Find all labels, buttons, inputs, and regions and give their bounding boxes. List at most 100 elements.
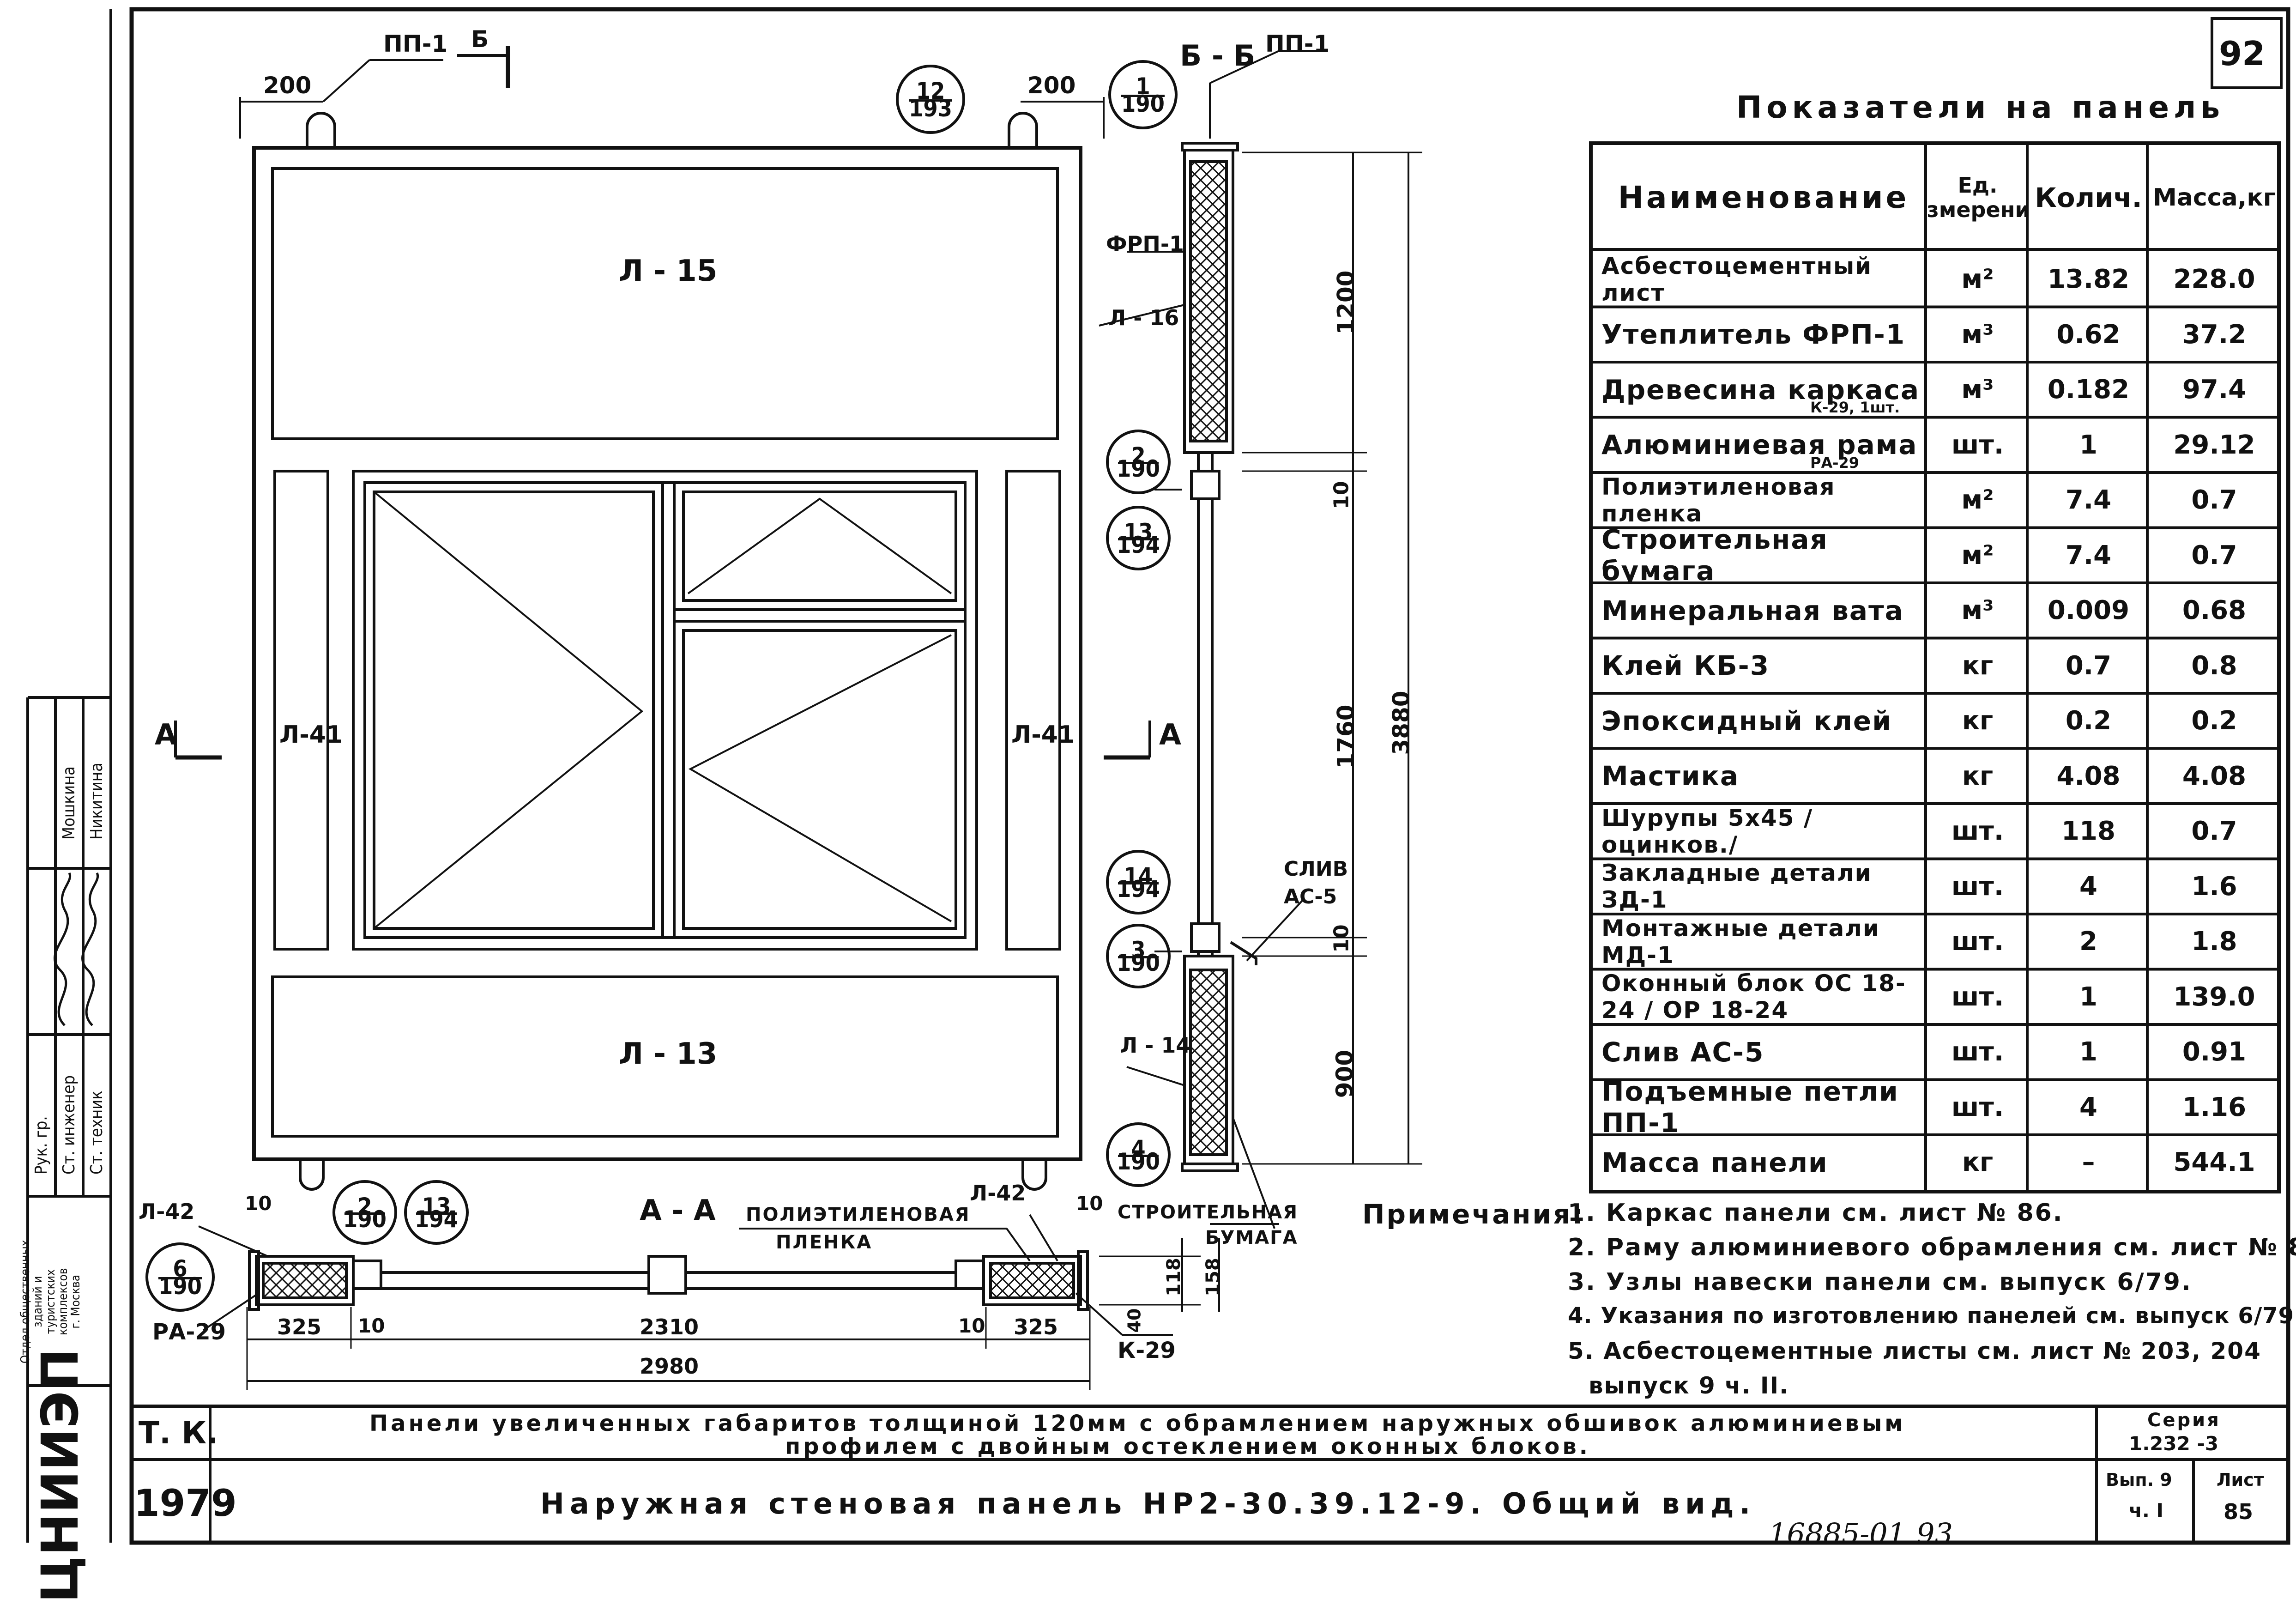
table-cell-mass: 0.7	[2191, 816, 2237, 847]
table-header-mass: Масса,кг	[2153, 183, 2276, 212]
table-cell-name: Эпоксидный клей	[1601, 705, 1892, 737]
side-name-2: Мошкина	[60, 766, 79, 840]
section-aa-title: А - А	[640, 1193, 716, 1227]
table-cell-name: Полиэтиленовая пленка	[1601, 473, 1836, 527]
panel-label-left: Л-41	[279, 721, 343, 749]
dim-3880: 3880	[1388, 690, 1415, 755]
stamp-code: 16885-01	[1769, 1517, 1906, 1550]
table-cell-qty: 1	[2079, 1037, 2097, 1067]
table-cell-unit: кг	[1962, 706, 1994, 736]
table-cell-mass: 1.16	[2182, 1092, 2247, 1122]
label-frp1: ФРП-1	[1106, 231, 1184, 256]
table-cell-unit: м³	[1961, 319, 1994, 350]
table-cell-qty: 4	[2079, 871, 2097, 902]
table-title: Показатели на панель	[1736, 90, 2225, 125]
table-cell-name: Древесина каркаса	[1601, 374, 1920, 406]
table-cell-mass: 0.2	[2191, 706, 2237, 736]
hook-label-pp1: ПП-1	[383, 30, 448, 57]
callout-num: 3	[1131, 937, 1146, 963]
table-cell-qty: 13.82	[2047, 264, 2130, 295]
callout-sheet: 193	[909, 95, 952, 122]
stamp-number: 93	[1916, 1517, 1953, 1550]
drawing-linework	[26, 7, 2290, 1545]
series-label: Серия	[2147, 1410, 2221, 1431]
callout-divider	[1118, 956, 1159, 958]
callout-num: 13	[1124, 519, 1153, 545]
table-cell-mass: 0.7	[2191, 485, 2237, 515]
table-cell-mass: 139.0	[2173, 981, 2255, 1012]
title-year: 1979	[134, 1482, 237, 1525]
callout-sheet: 194	[1117, 876, 1160, 902]
label-l42-left: Л-42	[139, 1199, 195, 1224]
table-cell-mass: 0.91	[2182, 1037, 2247, 1067]
table-cell-name: Клей КБ-3	[1601, 650, 1770, 682]
table-cell-unit: шт.	[1951, 1092, 2004, 1122]
callout-divider	[1118, 462, 1159, 464]
dim-325-left: 325	[277, 1314, 322, 1339]
table-cell-unit: кг	[1962, 761, 1994, 791]
table-cell-mass: 0.8	[2191, 650, 2237, 681]
side-org-4: комплексов	[56, 1268, 70, 1336]
dim-10-right: 10	[1076, 1192, 1103, 1215]
callout-divider	[1121, 95, 1165, 97]
dim-1760: 1760	[1332, 704, 1359, 769]
dim-900: 900	[1331, 1049, 1359, 1098]
panel-label-right: Л-41	[1011, 721, 1075, 749]
dim-1200: 1200	[1332, 270, 1359, 335]
table-cell-qty: 1	[2079, 981, 2097, 1012]
note-2: 2. Раму алюминиевого обрамления см. лист…	[1568, 1234, 2296, 1261]
callout-num: 4	[1131, 1135, 1146, 1162]
table-cell-mass: 29.12	[2173, 430, 2255, 460]
table-cell-unit: шт.	[1951, 430, 2004, 460]
table-cell-mass: 37.2	[2182, 319, 2247, 350]
section-a-mark-left: А	[155, 718, 177, 751]
table-cell-name: Шурупы 5х45 / оцинков./	[1601, 804, 1813, 858]
dim-325-right: 325	[1014, 1314, 1058, 1339]
table-header-qty: Колич.	[2035, 182, 2142, 213]
table-cell-name: Алюминиевая рама	[1601, 429, 1918, 461]
table-cell-unit: шт.	[1951, 927, 2004, 957]
table-cell-name: Мастика	[1601, 760, 1739, 792]
title-tk: Т. К.	[139, 1415, 218, 1451]
side-org-2: зданий и	[31, 1276, 45, 1327]
table-cell-qty: 0.182	[2047, 375, 2130, 405]
title-line-3: Наружная стеновая панель НР2-30.39.12-9.…	[540, 1487, 1756, 1520]
panel-label-top: Л - 15	[619, 254, 718, 288]
side-role-3: Ст. техник	[87, 1090, 106, 1175]
callout-divider	[1118, 538, 1159, 540]
table-cell-name: Закладные детали ЗД-1	[1601, 860, 1872, 914]
callout-sheet: 190	[1121, 91, 1165, 117]
table-cell-qty: 0.009	[2047, 595, 2130, 626]
table-cell-unit: м³	[1961, 375, 1994, 405]
label-film-2: ПЛЕНКА	[776, 1232, 873, 1253]
cut-mark-b: Б	[471, 26, 489, 53]
table-cell-qty: 1	[2079, 430, 2097, 460]
callout-divider	[416, 1212, 457, 1215]
note-3: 3. Узлы навески панели см. выпуск 6/79.	[1568, 1268, 2192, 1296]
dim-10-mid-2: 10	[958, 1314, 985, 1337]
side-org-1: Отдел общественных	[18, 1240, 32, 1364]
callout-sheet: 190	[343, 1206, 387, 1233]
callout-num: 2	[1131, 442, 1146, 469]
vyp-label: Вып. 9	[2106, 1470, 2172, 1490]
table-cell-name: Подъемные петли ПП-1	[1601, 1079, 1899, 1135]
label-l16: Л - 16	[1108, 305, 1179, 330]
table-cell-qty: 0.62	[2056, 319, 2121, 350]
table-cell-unit: м³	[1961, 595, 1994, 626]
table-cell-unit: м²	[1961, 264, 1994, 295]
table-cell-qty: 4.08	[2056, 761, 2121, 791]
side-role-2: Ст. инженер	[60, 1075, 79, 1175]
section-bb-pp1: ПП-1	[1265, 30, 1330, 57]
dim-118: 118	[1163, 1258, 1184, 1296]
callout-sheet: 190	[1117, 1148, 1160, 1175]
side-org-5: г. Москва	[68, 1274, 83, 1329]
table-cell-name: Монтажные детали МД-1	[1601, 915, 1880, 969]
series-value: 1.232 -3	[2129, 1432, 2219, 1455]
label-film-1: ПОЛИЭТИЛЕНОВАЯ	[746, 1204, 971, 1225]
table-cell-mass: 0.7	[2191, 540, 2237, 570]
table-cell-mass: 544.1	[2173, 1147, 2255, 1178]
